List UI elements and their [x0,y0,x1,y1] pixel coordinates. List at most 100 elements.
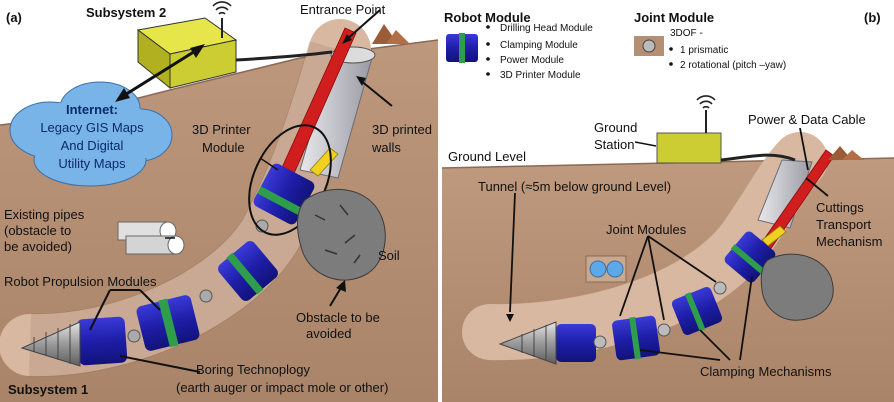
cloud-line2: And Digital [61,138,124,153]
leader-cable-b [799,127,809,171]
bullet-2 [486,42,490,46]
printer-module-label-1: 3D Printer [192,122,251,137]
cuttings-label-2: Transport [816,217,872,232]
cloud-line3: Utility Maps [58,156,126,171]
leader-clamp-1-b [639,349,721,361]
subsystem2-label: Subsystem 2 [86,5,166,20]
existing-pipes-label-2: (obstacle to [4,223,71,238]
bullet-1 [486,25,490,29]
tunnel-label: Tunnel (≈5m below ground Level) [478,179,671,194]
cable-a [235,50,333,62]
existing-pipes-label-1: Existing pipes [4,207,85,222]
robot-train-a [20,163,315,367]
printed-walls-label-2: walls [371,140,401,155]
subsystem1-label: Subsystem 1 [8,382,88,397]
robot-module-ring-icon [459,33,465,63]
module-4-a [76,316,128,366]
ring-3-a [158,298,179,348]
wifi-icon-b [696,95,716,109]
leader-obstacle-head-a [336,280,346,292]
hill-2-a [386,30,410,44]
joint-dof-label: 3DOF - [670,28,703,39]
joint-2-a [127,329,141,343]
drill-head-b [498,321,557,365]
cuttings-label-1: Cuttings [816,200,864,215]
ring-2-b [684,292,706,332]
boring-label-2: (earth auger or impact mole or other) [176,380,388,395]
panel-a: (a) Subsystem 2 Entrance Point Internet:… [0,0,439,402]
ground-level-label: Ground Level [448,149,526,164]
arrowhead-cloud-a [115,88,130,102]
printer-module-label-2: Module [202,140,245,155]
panel-divider [438,0,442,402]
pipe-2-b [606,260,624,278]
robot-module-item-2: Clamping Module [500,40,578,51]
pipe-2-end-a [167,235,185,255]
leader-printer-a [259,157,279,171]
soil-label: Soil [378,248,400,263]
leader-clamp-2-b [699,329,731,361]
clamping-label: Clamping Mechanisms [700,364,832,379]
propulsion-label: Robot Propulsion Modules [4,274,157,289]
hill-2-b [842,150,864,160]
leader-entrance-head-a [342,34,352,44]
wifi-icon-a [212,1,232,15]
joint-item-2: 2 rotational (pitch –yaw) [680,60,786,71]
ring-1-b [730,244,766,275]
leader-joint-2-b [647,235,665,321]
leader-tunnel-head-b [506,314,514,322]
rock-obstacle-a [297,188,386,281]
pipe-1-b [589,260,607,278]
module-4-b [556,324,596,362]
rock-obstacle-b [760,253,834,321]
boring-label-1: Boring Technoplogy [196,362,310,377]
tag-a: (a) [6,10,22,25]
ground-station-b [656,132,722,164]
ring-3-b [629,316,641,360]
robot-module-item-4: 3D Printer Module [500,70,581,81]
leader-walls-a [359,79,393,107]
bullet-4 [486,72,490,76]
bullet-5 [669,47,673,51]
printed-walls-label-1: 3D printed [372,122,432,137]
entrance-point-label: Entrance Point [300,2,386,17]
ground-station-label-1: Ground [594,120,637,135]
existing-pipes-label-3: be avoided) [4,239,72,254]
leader-boring-a [119,355,201,373]
leader-cuttings-b [805,177,829,197]
existing-pipes-a [117,221,185,255]
arrow-cloud-station-a [119,46,201,100]
cloud-title: Internet: [66,102,118,117]
joint-1-a [199,289,213,303]
leader-clamp-3-b [739,275,753,361]
joint-1-b [593,335,607,349]
leader-tunnel-b [509,192,516,313]
leader-prop-2-a [139,289,161,311]
power-cable-label: Power & Data Cable [748,112,866,127]
robot-module-item-3: Power Module [500,55,564,66]
ring-2-a [226,252,264,295]
joint-module-title: Joint Module [634,10,714,25]
cuttings-label-3: Mechanism [816,234,882,249]
ring-1-a [257,186,306,217]
drill-head-a [20,321,81,367]
obstacle-label-1: Obstacle to be [296,310,380,325]
bullet-3 [486,57,490,61]
tag-b: (b) [864,10,881,25]
ground-station-front-a [169,39,237,89]
panel-b: (b) Robot Module Drilling Head Module Cl… [441,0,894,402]
ground-station-label-2: Station [594,137,634,152]
robot-module-title: Robot Module [444,10,531,25]
leader-station-b [634,141,657,147]
bullet-6 [669,62,673,66]
cloud-line1: Legacy GIS Maps [40,120,144,135]
leader-walls-head-a [356,76,366,86]
leader-prop-1-a [89,289,111,331]
cable-b [720,153,796,162]
cloud-body [22,99,162,171]
leader-entrance-a [345,9,381,41]
joint-2-b [657,323,671,337]
robot-module-bullets [486,25,673,76]
robot-module-item-1: Drilling Head Module [500,23,593,34]
